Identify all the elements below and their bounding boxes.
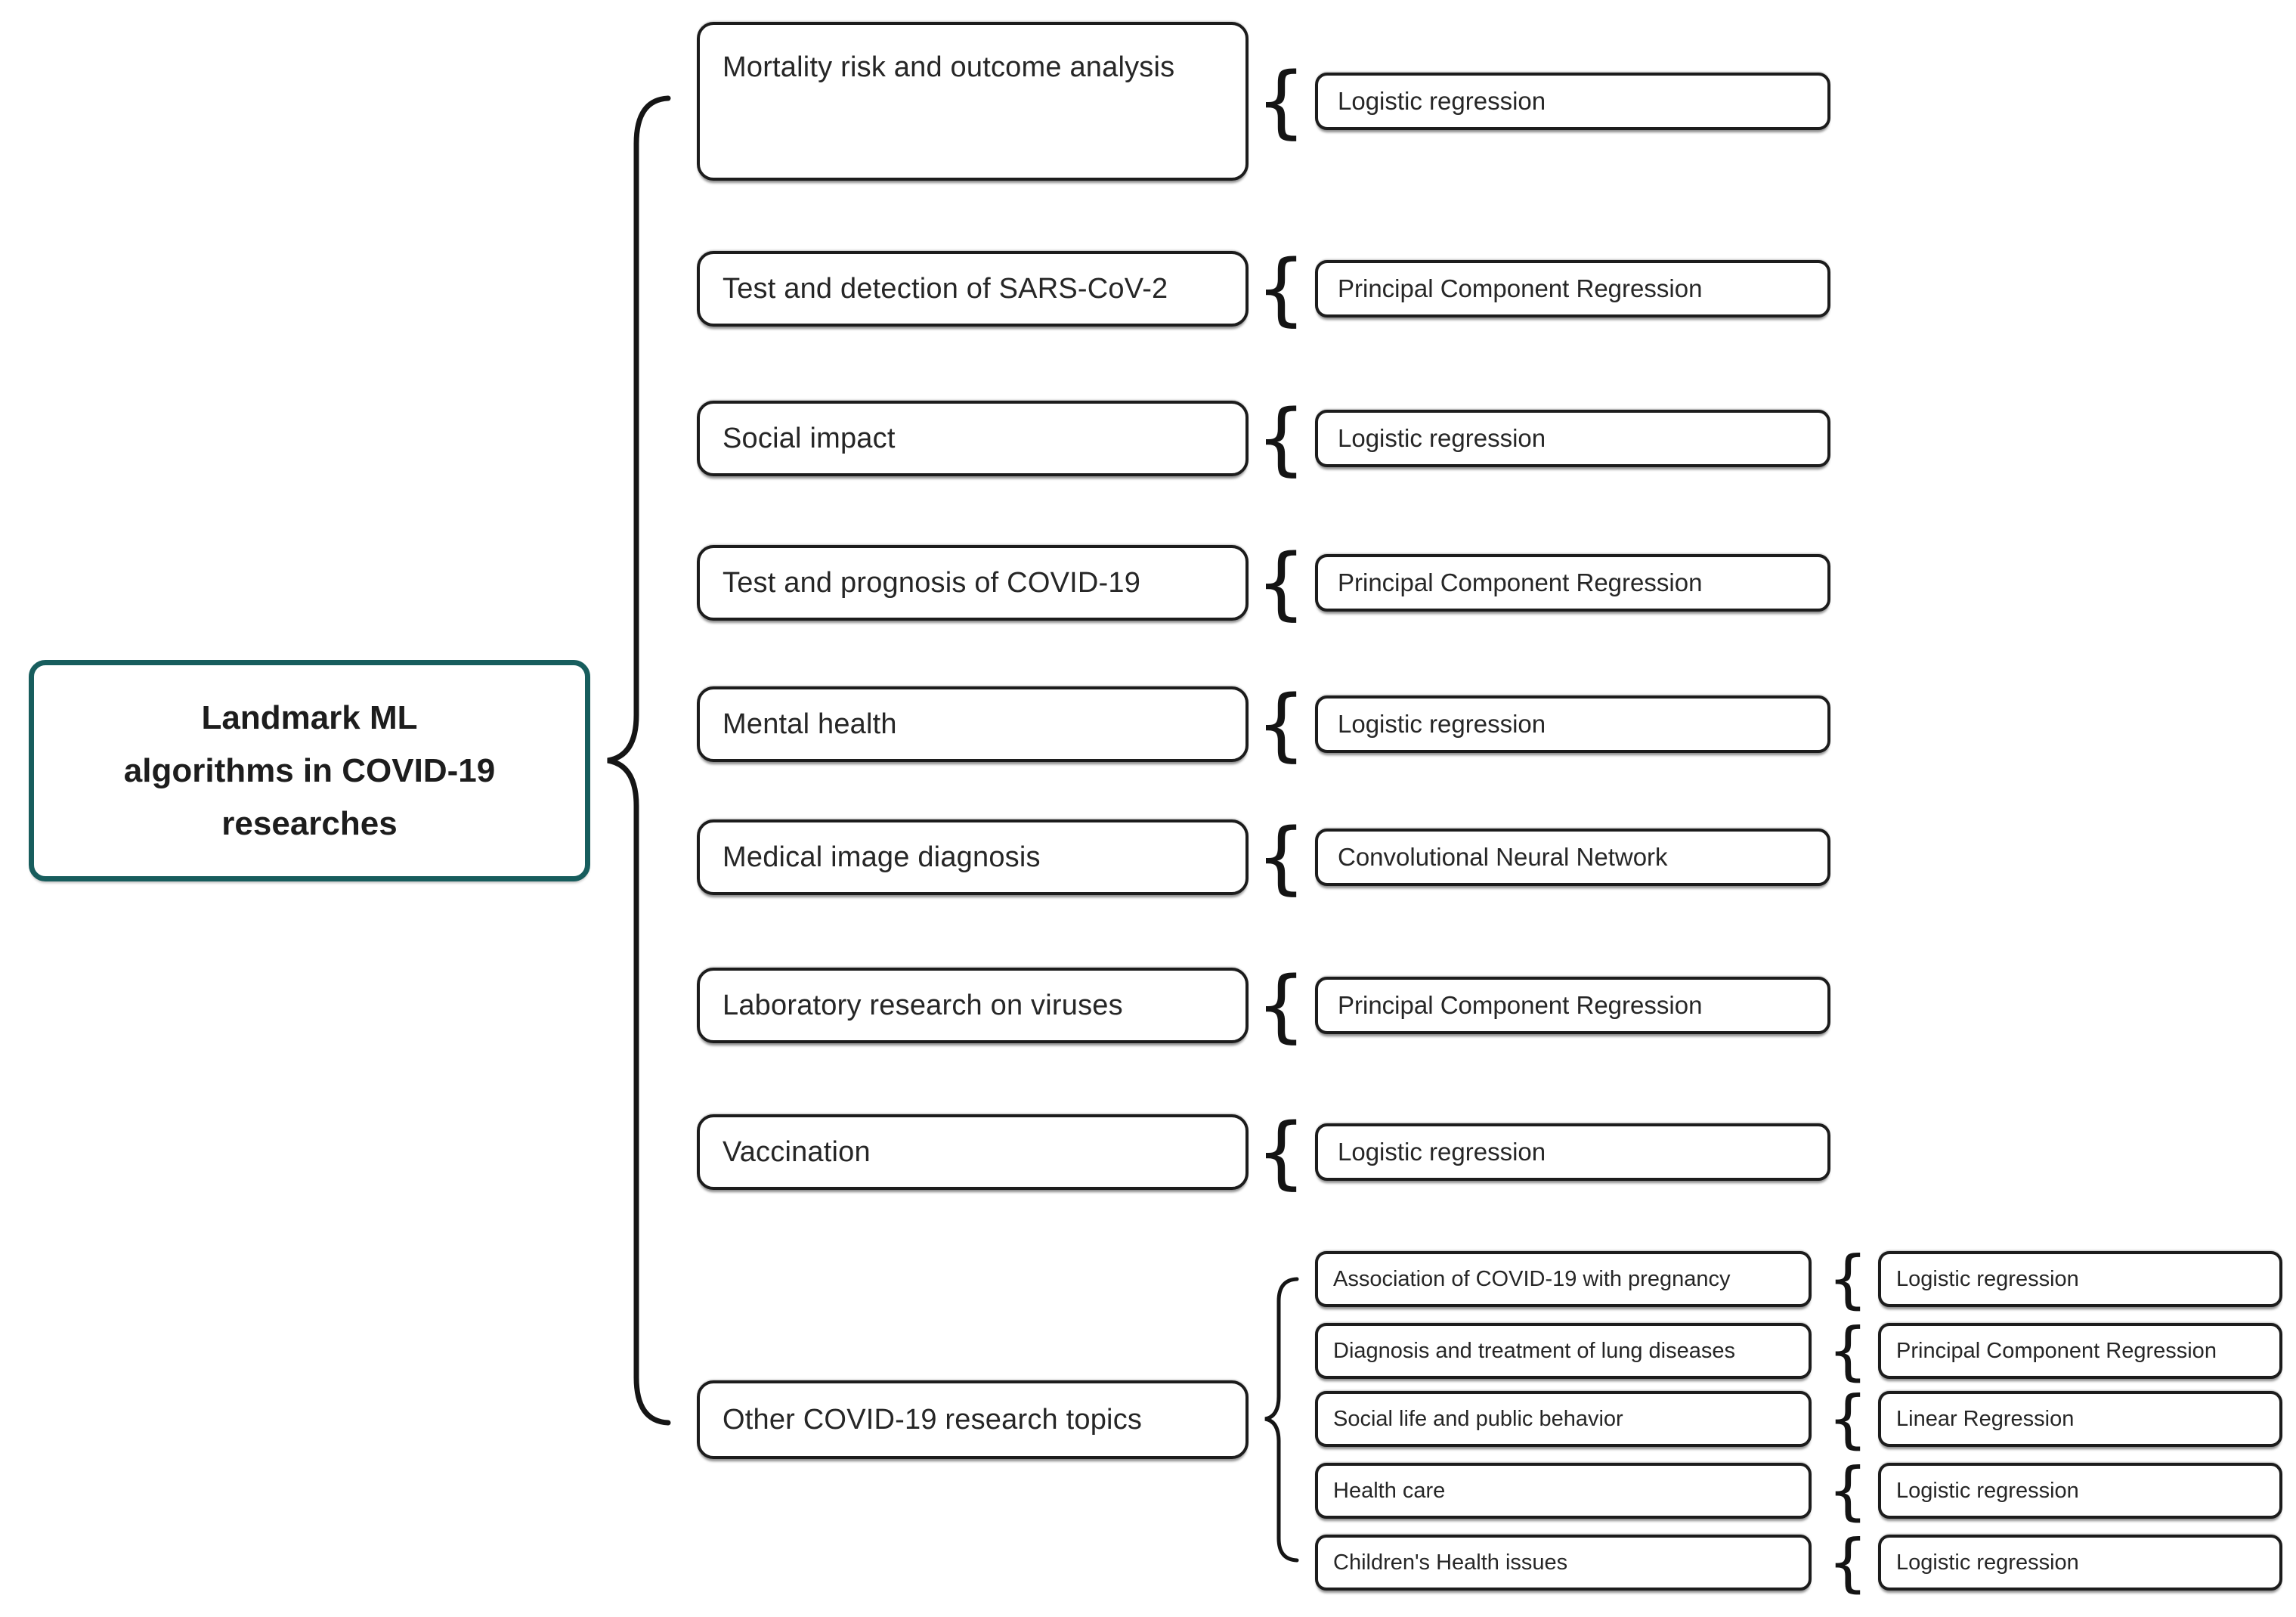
algo-test-prognosis-covid-19: Principal Component Regression	[1315, 554, 1830, 612]
topic-mortality-risk: Mortality risk and outcome analysis	[697, 22, 1249, 181]
root-title-line: algorithms in COVID-19	[123, 751, 496, 789]
subtopic-health-care: Health care	[1315, 1463, 1812, 1519]
subalgo-health-care: Logistic regression	[1878, 1463, 2282, 1519]
brace-icon: {	[1827, 1314, 1868, 1388]
brace-icon: {	[1256, 1106, 1307, 1198]
root-title-line: Landmark ML	[201, 699, 418, 736]
brace-icon: {	[1256, 537, 1307, 629]
algo-medical-image-diagnosis: Convolutional Neural Network	[1315, 829, 1830, 886]
brace-icon: {	[1256, 678, 1307, 770]
brace-icon: {	[1827, 1242, 1868, 1316]
subalgo-childrens-health-issues: Logistic regression	[1878, 1535, 2282, 1591]
topic-other-covid-19-research: Other COVID-19 research topics	[697, 1380, 1249, 1459]
algo-test-detection-sars-cov-2: Principal Component Regression	[1315, 260, 1830, 318]
subtopic-covid-pregnancy: Association of COVID-19 with pregnancy	[1315, 1251, 1812, 1307]
brace-icon: {	[1827, 1526, 1868, 1600]
root-node: Landmark ML algorithms in COVID-19 resea…	[29, 660, 590, 881]
subalgo-lung-diseases: Principal Component Regression	[1878, 1323, 2282, 1379]
topic-laboratory-research-viruses: Laboratory research on viruses	[697, 968, 1249, 1043]
brace-path	[1264, 1277, 1299, 1563]
subtopic-social-life-public-behavior: Social life and public behavior	[1315, 1391, 1812, 1447]
algo-mortality-risk: Logistic regression	[1315, 73, 1830, 130]
topic-medical-image-diagnosis: Medical image diagnosis	[697, 819, 1249, 895]
brace-icon: {	[1256, 392, 1307, 485]
subtopic-lung-diseases: Diagnosis and treatment of lung diseases	[1315, 1323, 1812, 1379]
root-title-line: researches	[221, 804, 398, 842]
root-to-topics-brace	[607, 95, 671, 1426]
algo-social-impact: Logistic regression	[1315, 410, 1830, 467]
subalgo-covid-pregnancy: Logistic regression	[1878, 1251, 2282, 1307]
brace-icon: {	[1256, 243, 1307, 335]
topic-test-detection-sars-cov-2: Test and detection of SARS-CoV-2	[697, 251, 1249, 327]
brace-path	[607, 95, 671, 1426]
algo-vaccination: Logistic regression	[1315, 1123, 1830, 1181]
topic-mental-health: Mental health	[697, 686, 1249, 762]
brace-icon: {	[1256, 55, 1307, 147]
brace-icon: {	[1256, 811, 1307, 903]
topic-test-prognosis-covid-19: Test and prognosis of COVID-19	[697, 545, 1249, 621]
subtopic-childrens-health-issues: Children's Health issues	[1315, 1535, 1812, 1591]
brace-icon: {	[1827, 1454, 1868, 1528]
topic-vaccination: Vaccination	[697, 1114, 1249, 1190]
topic-social-impact: Social impact	[697, 401, 1249, 476]
subalgo-social-life-public-behavior: Linear Regression	[1878, 1391, 2282, 1447]
algo-mental-health: Logistic regression	[1315, 695, 1830, 753]
algo-laboratory-research-viruses: Principal Component Regression	[1315, 977, 1830, 1034]
brace-icon: {	[1827, 1382, 1868, 1456]
brace-icon: {	[1256, 959, 1307, 1052]
other-topics-brace	[1264, 1277, 1299, 1563]
